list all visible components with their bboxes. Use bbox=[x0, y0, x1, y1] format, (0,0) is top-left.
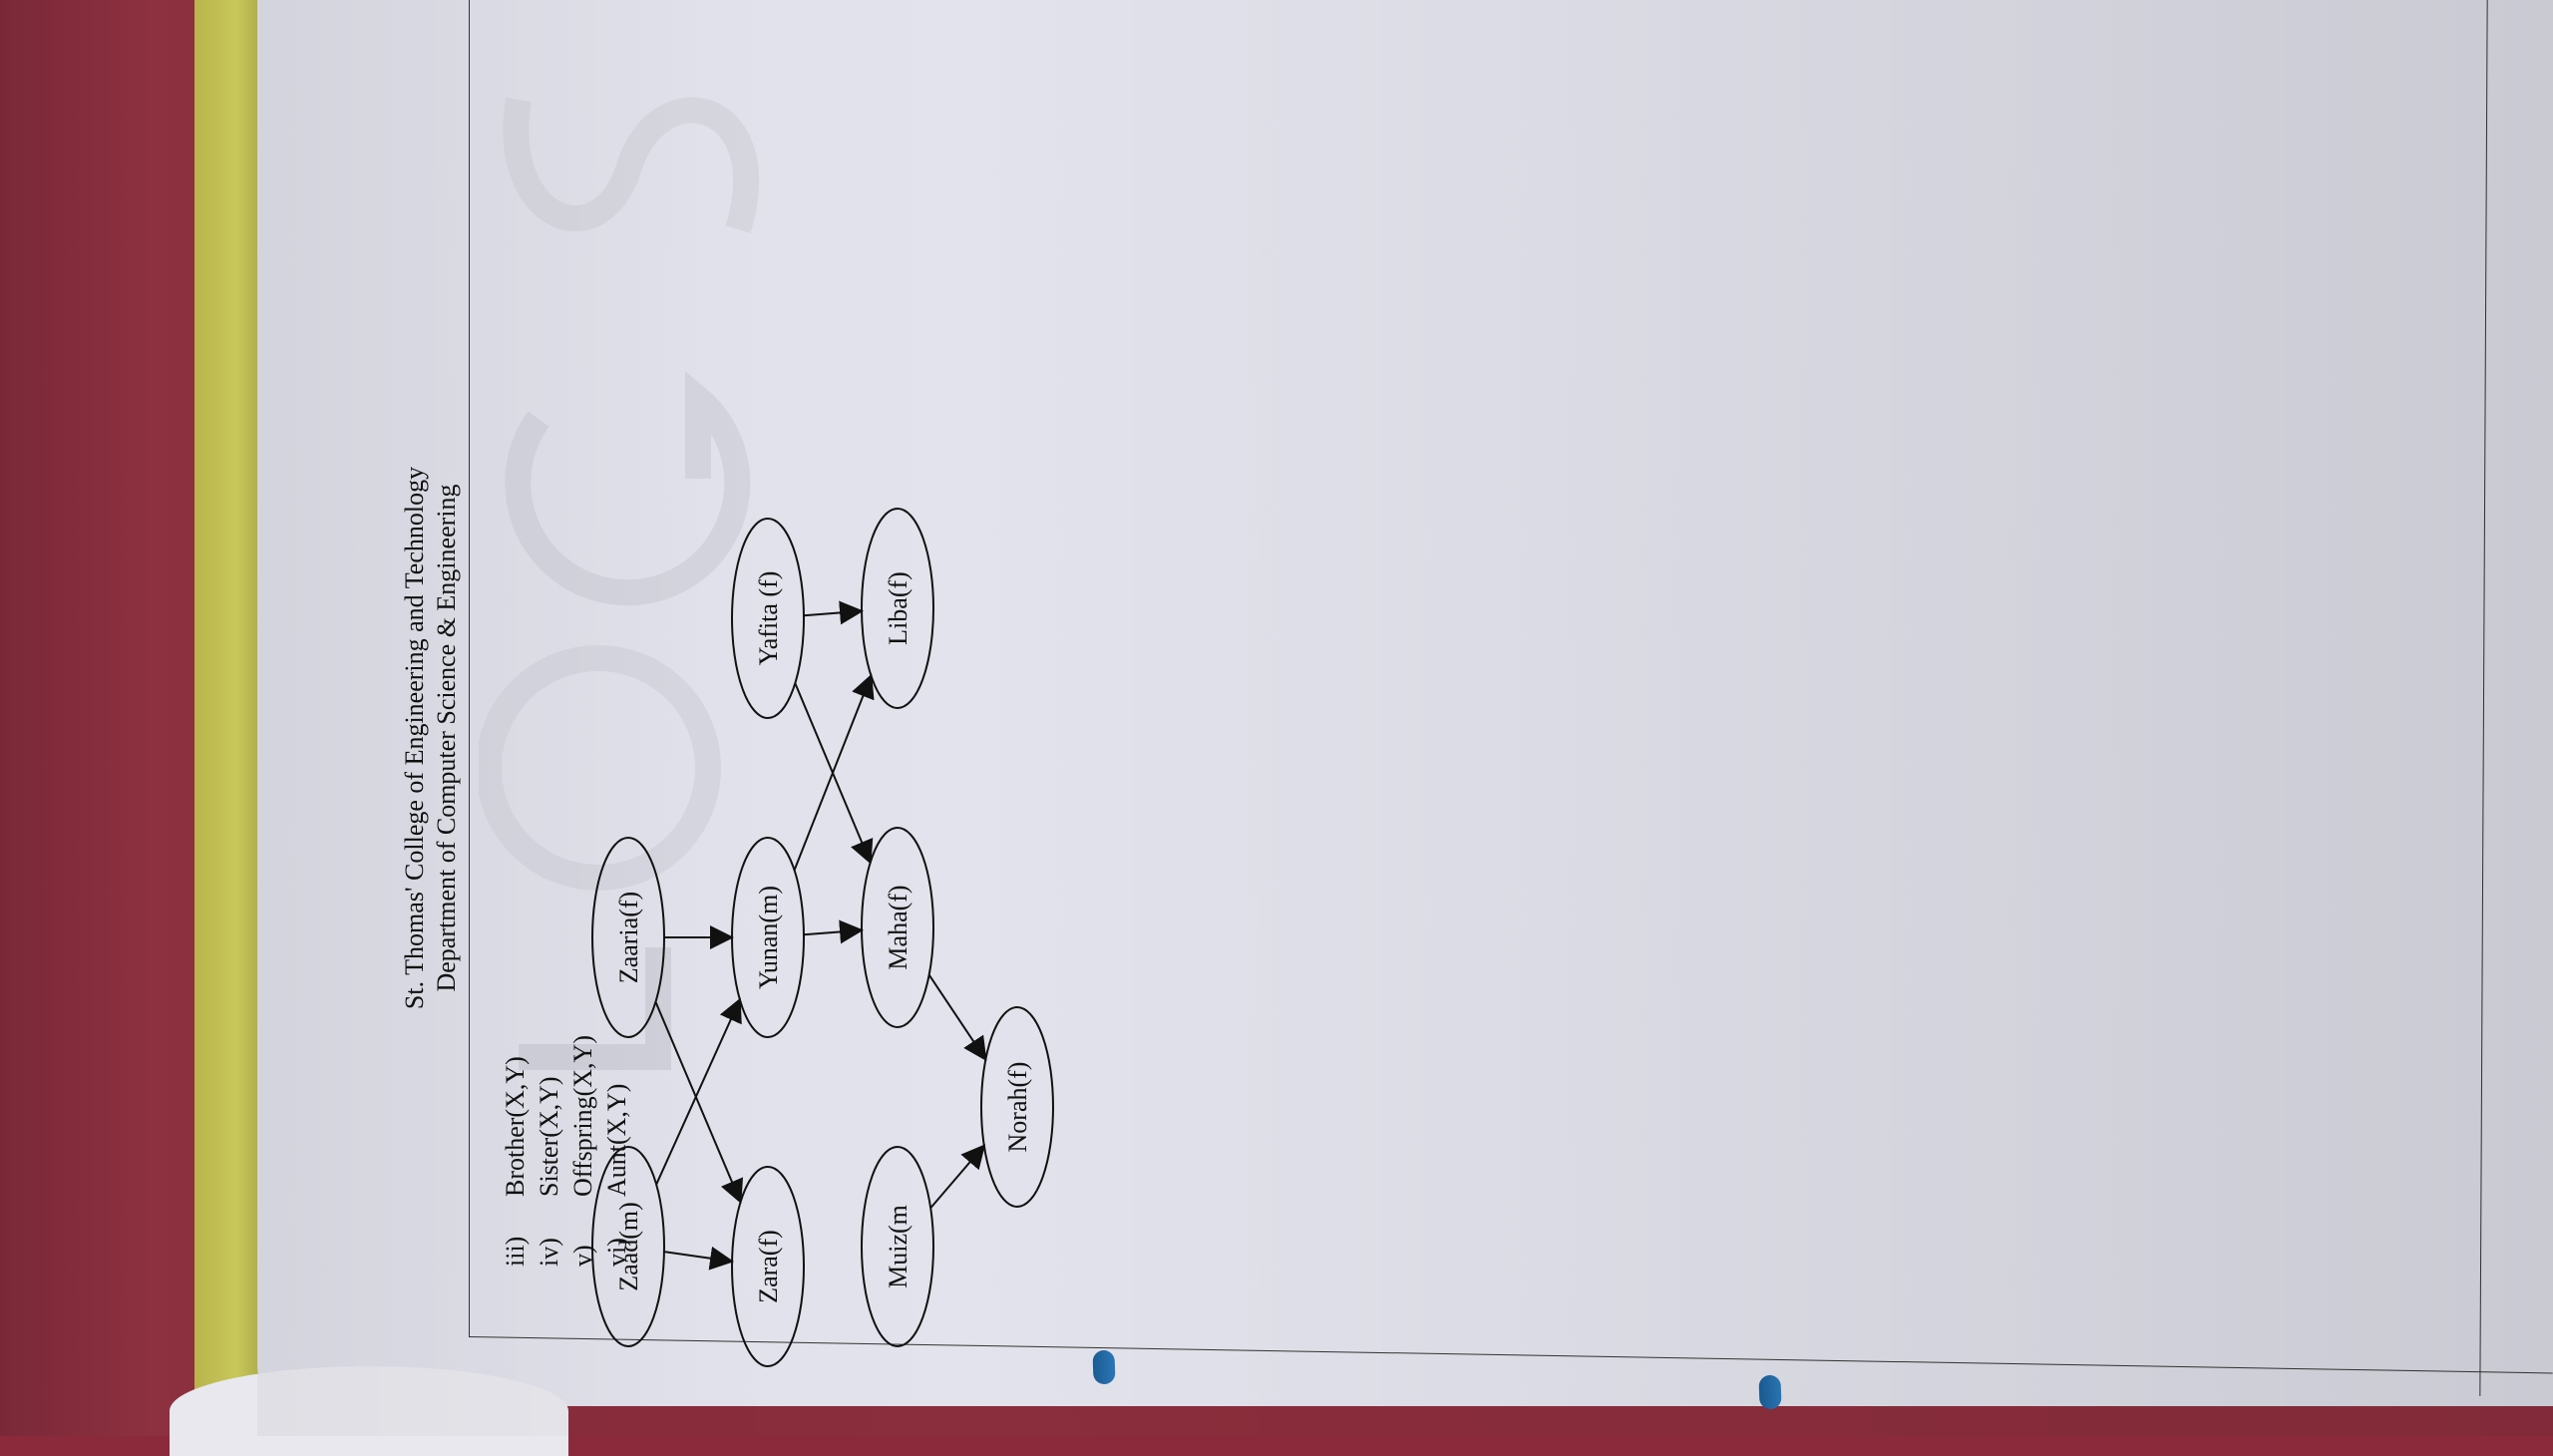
tree-edges bbox=[654, 600, 987, 1271]
family-tree-diagram: Zaad(m) Zaaria(f) Zara(f) Yunan(m) Yafita (f… bbox=[591, 508, 1054, 1367]
node-zaaria: Zaaria(f) bbox=[591, 837, 665, 1038]
node-label: Zara(f) bbox=[754, 1230, 783, 1303]
node-label: Maha(f) bbox=[884, 885, 912, 969]
node-liba: Liba(f) bbox=[861, 508, 934, 709]
tree-nodes: Zaad(m) Zaaria(f) Zara(f) Yunan(m) Yafita (f… bbox=[591, 508, 1054, 1367]
node-label: Norah(f) bbox=[1003, 1062, 1032, 1153]
edge-muiz-norah bbox=[929, 1144, 986, 1209]
edge-yafita-maha bbox=[794, 682, 874, 865]
node-ellipse bbox=[861, 827, 934, 1028]
node-zara: Zara(f) bbox=[731, 1166, 805, 1367]
page-border-top bbox=[469, 0, 470, 1336]
document-content: St. Thomas' College of Engineering and T… bbox=[399, 80, 1396, 1396]
node-ellipse bbox=[731, 518, 805, 719]
node-label: Yafita (f) bbox=[754, 571, 783, 666]
node-muiz: Muiz(m bbox=[861, 1146, 934, 1347]
node-ellipse bbox=[861, 1146, 934, 1347]
node-zaad: Zaad(m) bbox=[591, 1146, 665, 1347]
node-norah: Norah(f) bbox=[980, 1006, 1054, 1208]
edge-maha-norah bbox=[927, 973, 987, 1062]
node-ellipse bbox=[591, 837, 665, 1038]
node-label: Zaaria(f) bbox=[614, 892, 643, 983]
node-label: Muiz(m bbox=[884, 1205, 912, 1288]
edge-zaad-yunan bbox=[655, 997, 742, 1186]
yellow-binder-cover bbox=[194, 0, 264, 1436]
node-label: Zaad(m) bbox=[614, 1202, 643, 1291]
node-ellipse bbox=[861, 508, 934, 709]
node-maha: Maha(f) bbox=[861, 827, 934, 1028]
edge-yunan-maha bbox=[803, 919, 865, 944]
node-ellipse bbox=[731, 1166, 805, 1367]
edge-zaaria-zara bbox=[654, 1001, 744, 1205]
binder-ring bbox=[1758, 1374, 1782, 1410]
node-ellipse bbox=[731, 837, 805, 1038]
node-label: Liba(f) bbox=[884, 571, 912, 645]
node-label: Yunan(m) bbox=[754, 886, 783, 989]
node-yunan: Yunan(m) bbox=[731, 837, 805, 1038]
node-yafita: Yafita (f) bbox=[731, 518, 805, 719]
edge-yafita-liba bbox=[803, 600, 865, 625]
node-ellipse bbox=[591, 1146, 665, 1347]
edge-zaad-zara bbox=[663, 1246, 735, 1271]
node-ellipse bbox=[980, 1006, 1054, 1208]
